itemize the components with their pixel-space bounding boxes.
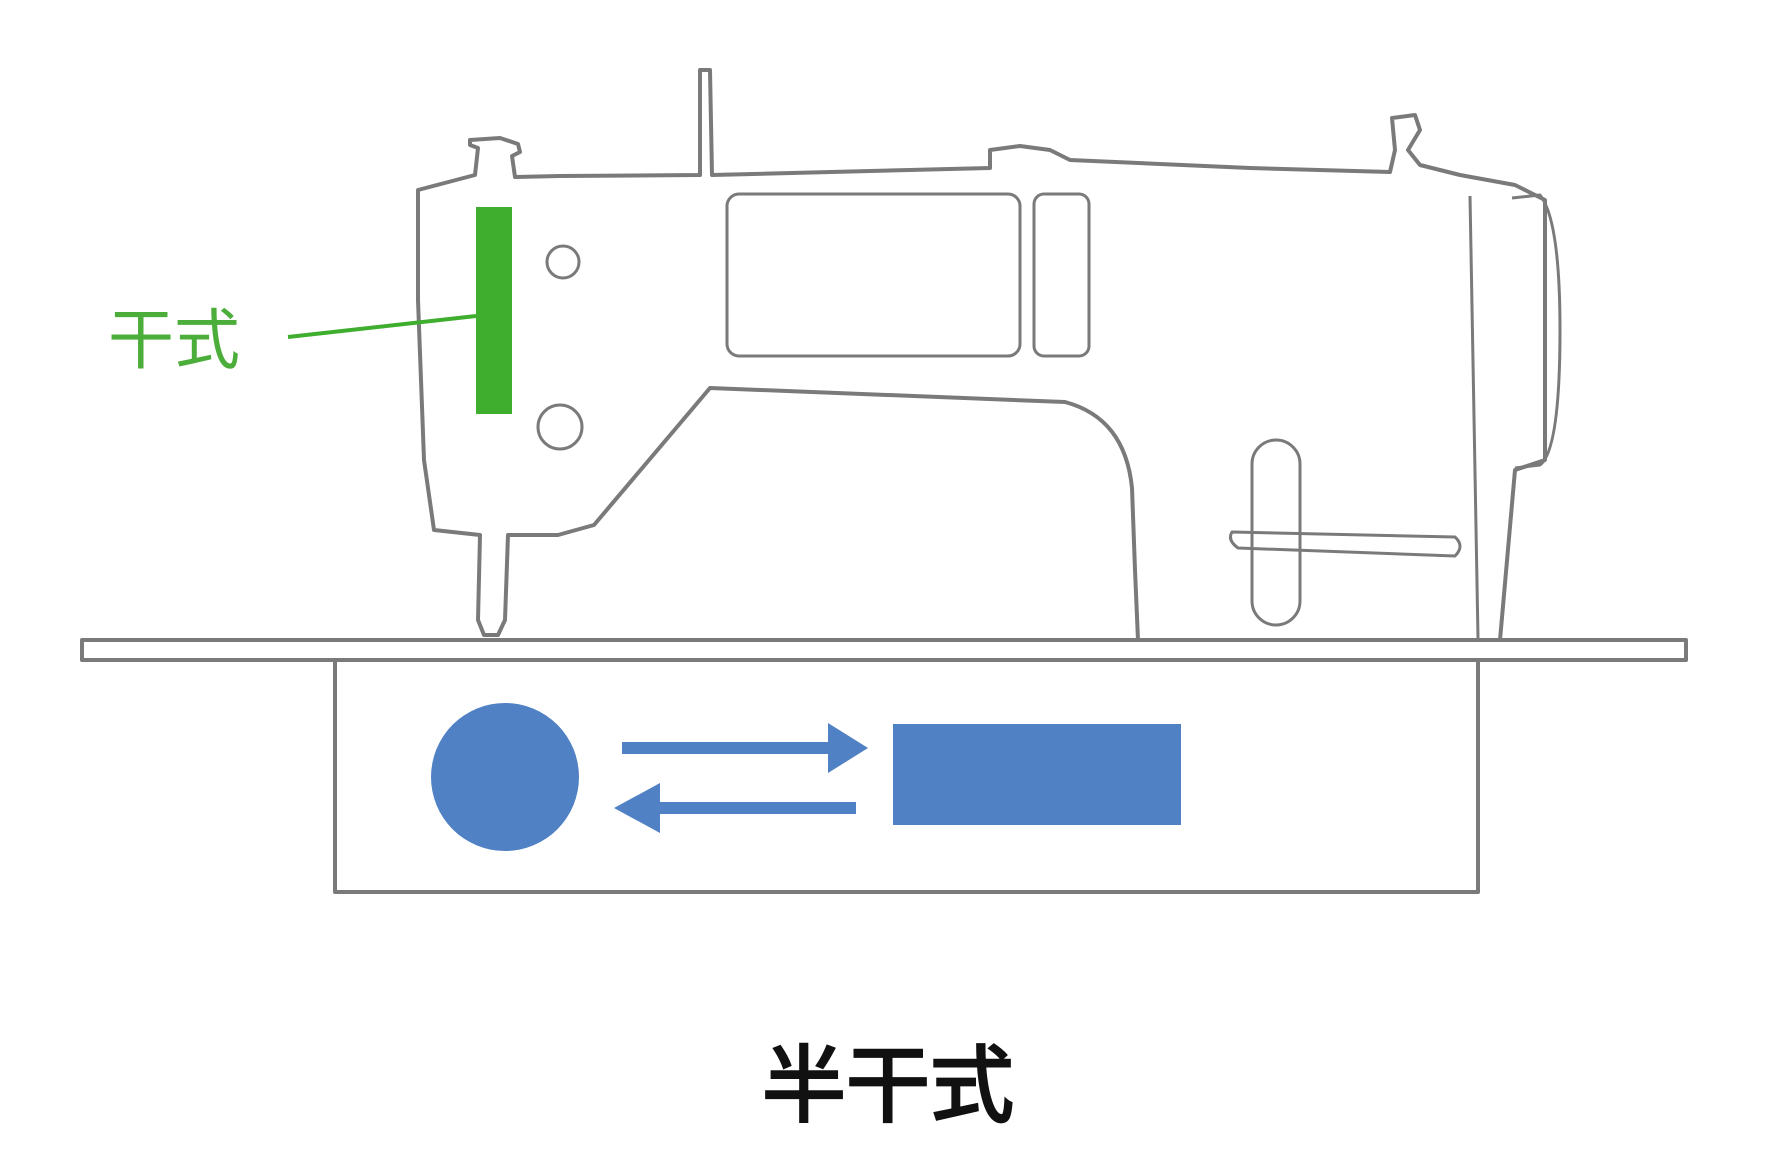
machine-head [416, 68, 1562, 642]
callout-label: 干式 [108, 302, 240, 379]
bidirectional-arrows-icon [614, 723, 868, 833]
diagram-caption: 半干式 [762, 1037, 1014, 1135]
handwheel-outline [1511, 193, 1562, 470]
top-panel-small [1032, 192, 1091, 358]
table-top [80, 638, 1688, 662]
right-arrow-head [828, 723, 868, 773]
blue-circle-icon [431, 703, 579, 851]
upper-knob [545, 244, 581, 280]
highlighted-component [476, 207, 512, 414]
callout-leader-line [287, 314, 477, 339]
front-plate-line [1468, 195, 1480, 639]
lower-knob [536, 403, 584, 451]
blue-rectangle-icon [893, 724, 1181, 825]
top-panel-large [725, 192, 1022, 358]
left-arrow-head [614, 783, 660, 833]
cabinet-box [333, 658, 1480, 894]
lever-bar [1229, 530, 1462, 558]
